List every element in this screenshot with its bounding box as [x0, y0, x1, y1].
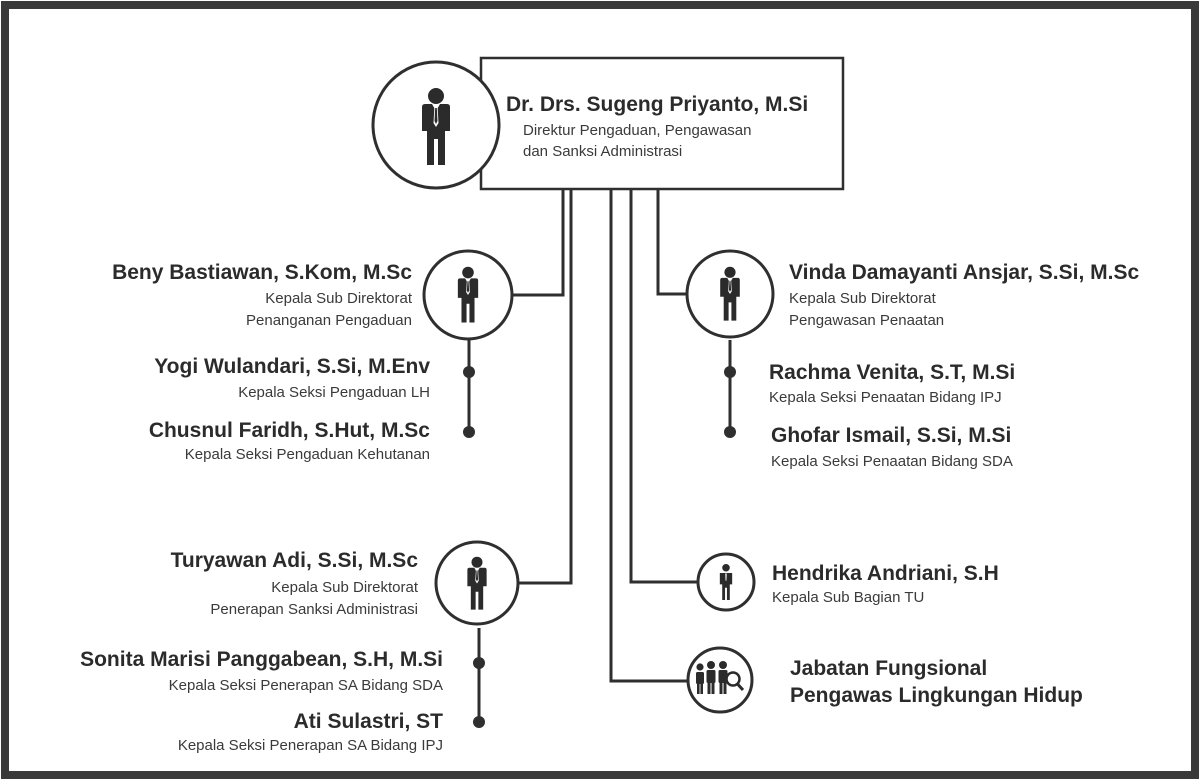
- vinda-avatar: [685, 249, 775, 339]
- beny-title-line-2: Penanganan Pengaduan: [246, 312, 412, 329]
- ghofar-name: Ghofar Ismail, S.Si, M.Si: [771, 424, 1012, 447]
- chusnul-name: Chusnul Faridh, S.Hut, M.Sc: [148, 419, 430, 442]
- turyawan-title-line-1: Kepala Sub Direktorat: [271, 579, 418, 596]
- hendrika-title: Kepala Sub Bagian TU: [772, 589, 925, 606]
- director-box: [479, 56, 845, 191]
- beny-name: Beny Bastiawan, S.Kom, M.Sc: [112, 261, 412, 284]
- director-name: Dr. Drs. Sugeng Priyanto, M.Si: [506, 93, 809, 116]
- turyawan-name: Turyawan Adi, S.Si, M.Sc: [170, 549, 418, 572]
- director-title-line-1: Direktur Pengaduan, Pengawasan: [523, 122, 752, 139]
- ati-name: Ati Sulastri, ST: [293, 710, 443, 733]
- vinda-name: Vinda Damayanti Ansjar, S.Si, M.Sc: [789, 261, 1140, 284]
- beny-avatar: [422, 249, 514, 341]
- chusnul-title: Kepala Seksi Pengaduan Kehutanan: [184, 446, 430, 463]
- vinda-title-line-2: Pengawasan Penaatan: [789, 312, 945, 329]
- turyawan-avatar: [434, 540, 520, 626]
- ghofar-title: Kepala Seksi Penaatan Bidang SDA: [771, 453, 1013, 470]
- sonita-title: Kepala Seksi Penerapan SA Bidang SDA: [168, 677, 443, 694]
- sonita-name: Sonita Marisi Panggabean, S.H, M.Si: [80, 648, 443, 671]
- vinda-title-line-1: Kepala Sub Direktorat: [789, 290, 936, 307]
- jabatan-fungsional-line-1: Jabatan Fungsional: [790, 657, 988, 680]
- rachma-title: Kepala Seksi Penaatan Bidang IPJ: [769, 389, 1002, 406]
- hendrika-avatar: [696, 552, 756, 612]
- ati-title: Kepala Seksi Penerapan SA Bidang IPJ: [177, 737, 443, 754]
- connector-lines: [467, 189, 732, 722]
- rachma-name: Rachma Venita, S.T, M.Si: [769, 361, 1016, 384]
- beny-title-line-1: Kepala Sub Direktorat: [265, 290, 412, 307]
- section-dots: [463, 366, 736, 728]
- yogi-title: Kepala Seksi Pengaduan LH: [238, 384, 430, 401]
- director-title-line-2: dan Sanksi Administrasi: [523, 143, 683, 160]
- turyawan-title-line-2: Penerapan Sanksi Administrasi: [210, 601, 418, 618]
- yogi-name: Yogi Wulandari, S.Si, M.Env: [154, 355, 430, 378]
- jabatan-fungsional-line-2: Pengawas Lingkungan Hidup: [790, 684, 1083, 707]
- hendrika-name: Hendrika Andriani, S.H: [772, 562, 999, 585]
- director-avatar: [371, 60, 501, 190]
- group-search-icon: [686, 646, 754, 714]
